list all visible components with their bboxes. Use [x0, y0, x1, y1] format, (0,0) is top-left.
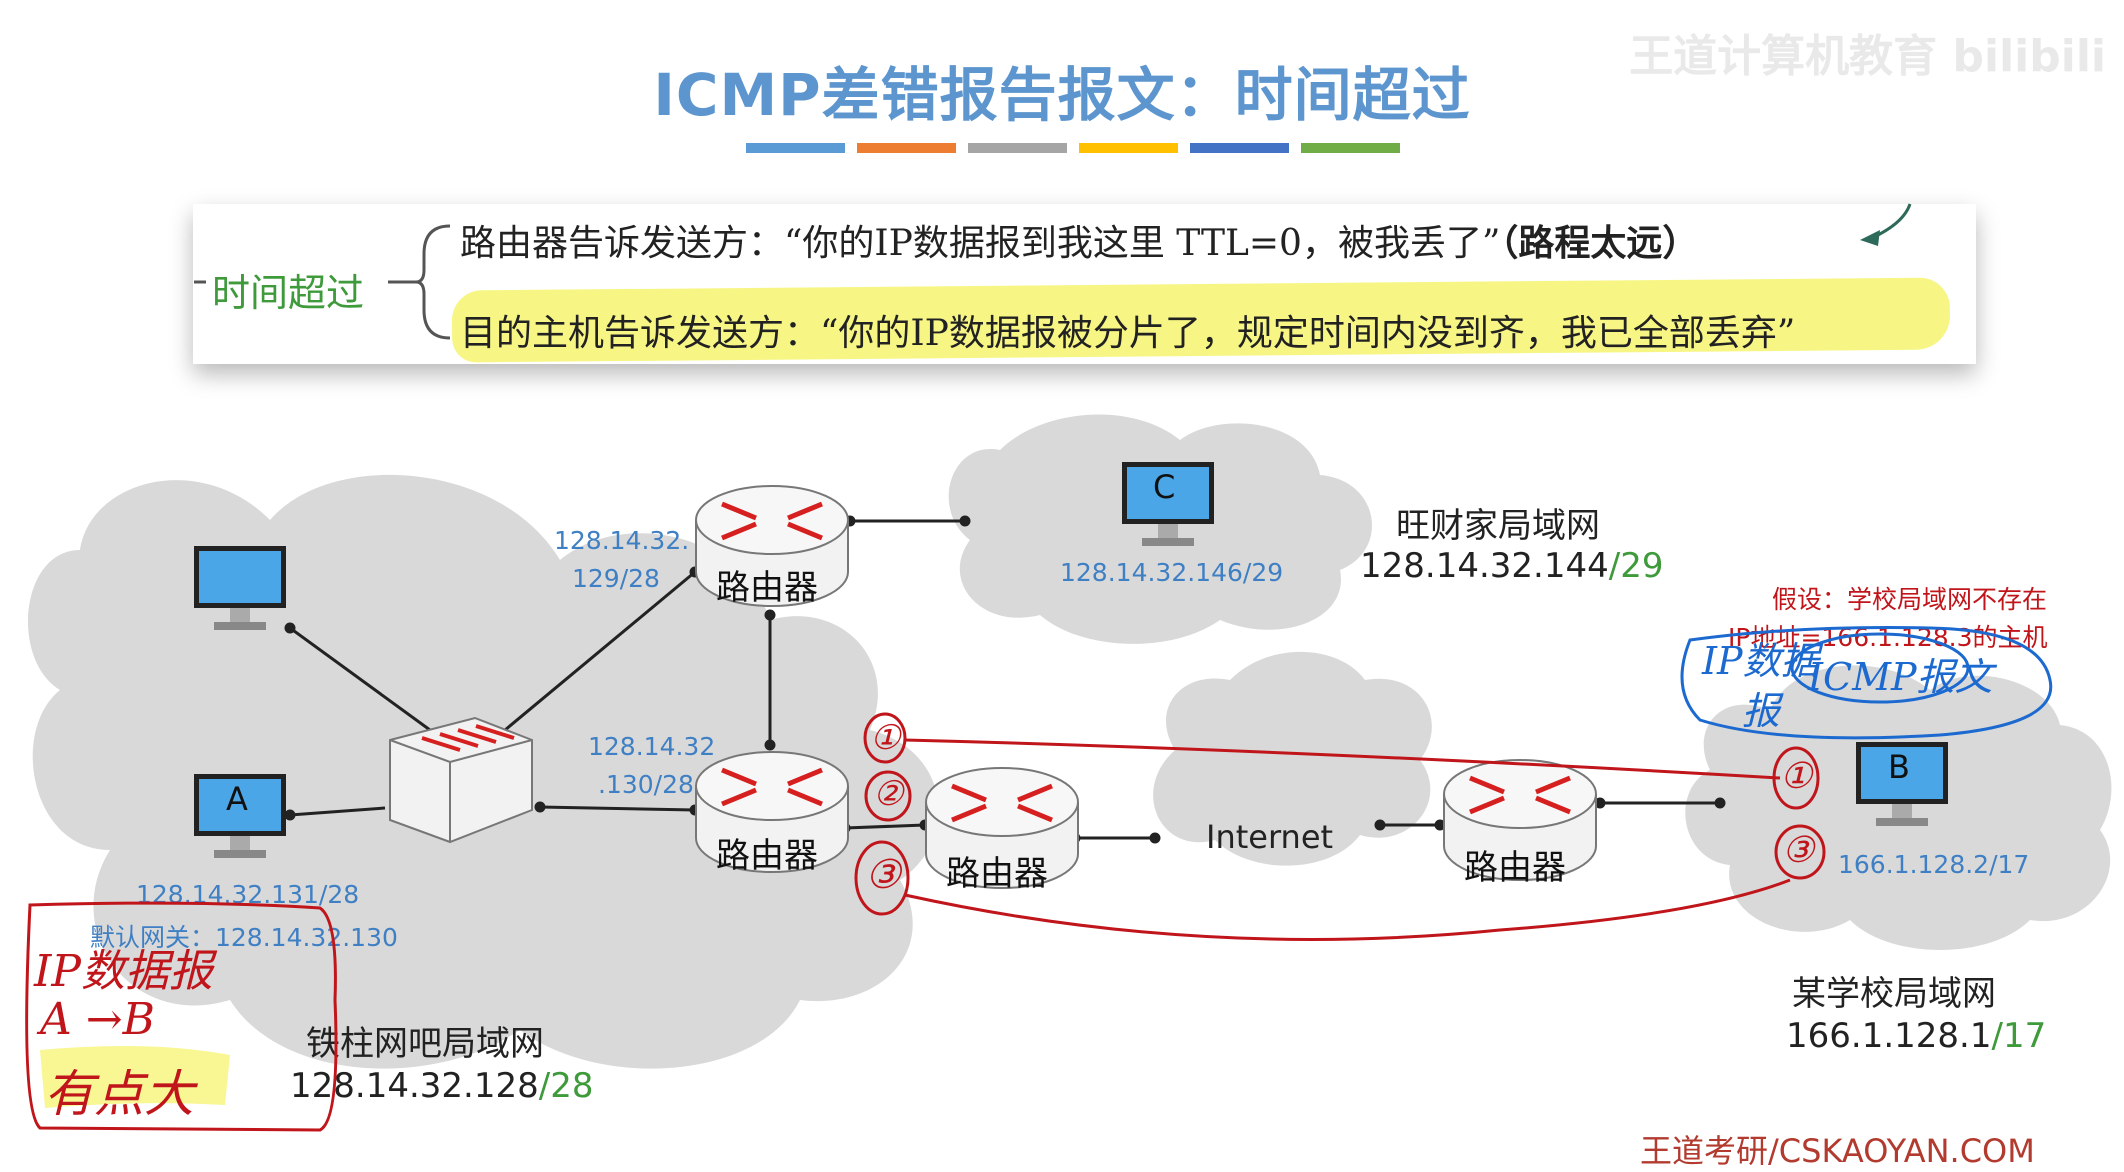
school-lan-addr: 166.1.128.1/17: [1786, 1016, 2046, 1056]
wangcai-lan-network: 128.14.32.144: [1360, 546, 1609, 586]
summary-line-1-text: 路由器告诉发送方：“你的IP数据报到我这里 TTL=0，被我丢了”: [460, 223, 1501, 264]
router-1-icon: [695, 485, 849, 607]
host-a-computer-icon: [194, 774, 286, 858]
internet-label: Internet: [1206, 818, 1334, 856]
title-bar-2: [857, 143, 956, 153]
annotation-too-big: 有点大: [44, 1065, 194, 1123]
host-b-computer-icon: [1856, 742, 1948, 826]
host-c-ip: 128.14.32.146/29: [1060, 558, 1284, 587]
title-bar-5: [1190, 143, 1289, 153]
school-lan-network: 166.1.128.1: [1786, 1016, 1992, 1056]
router-2-icon: [695, 751, 849, 873]
page-title: ICMP差错报告报文：时间超过: [653, 61, 1471, 129]
router-4-icon: [1443, 759, 1597, 881]
title-bar-3: [968, 143, 1067, 153]
annotation-ip-packet: IP数据报: [34, 946, 213, 997]
title-bar-6: [1301, 143, 1400, 153]
annotation-ip-datagram-1: IP数据: [1702, 639, 1819, 683]
annotation-box: [25, 901, 338, 1132]
circle-b3: [1774, 824, 1826, 880]
internet-cloud: [1153, 651, 1432, 866]
highlight-too-big: [40, 1046, 230, 1108]
footer-brand: 王道考研/CSKAOYAN.COM: [1640, 1132, 2035, 1170]
router-3-icon: [925, 767, 1079, 889]
annotation-n2: ②: [873, 774, 904, 814]
annotation-ip-datagram-2: 报: [1742, 689, 1781, 733]
circle-b1: [1772, 746, 1820, 810]
circle-1: [863, 712, 907, 764]
path-1-curve: [904, 738, 1781, 780]
circle-2: [864, 770, 912, 822]
router-1-label: 路由器: [716, 568, 818, 608]
host-c-computer-icon: [1122, 462, 1214, 546]
watermark: 王道计算机教育 bilibili: [1629, 31, 2106, 82]
annotation-b1: ①: [1780, 756, 1813, 797]
host-c-label: C: [1153, 468, 1176, 506]
brace-connector: [194, 224, 451, 340]
school-lan-prefix: /17: [1991, 1016, 2047, 1056]
router-2-iface-line-2: .130/28: [598, 770, 694, 799]
router-2-iface-line-1: 128.14.32: [588, 732, 716, 761]
annotation-n1: ①: [870, 718, 901, 758]
tiezhu-lan-name: 铁柱网吧局域网: [306, 1024, 544, 1064]
title-bar-1: [746, 143, 845, 153]
summary-line-1-bold: （路程太远）: [1500, 223, 1699, 264]
computer-icon: [194, 546, 286, 630]
wangcai-lan-name: 旺财家局域网: [1396, 506, 1600, 546]
switch-icon: [389, 716, 533, 844]
title-bar-4: [1079, 143, 1178, 153]
annotation-n3: ③: [865, 852, 901, 898]
router-1-iface-line-1: 128.14.32.: [554, 526, 690, 555]
icmp-oval: [1790, 632, 1970, 704]
tiezhu-lan-network: 128.14.32.128: [290, 1066, 539, 1106]
host-b-ip: 166.1.128.2/17: [1838, 850, 2030, 879]
router-3-label: 路由器: [946, 854, 1048, 894]
annotation-icmp-message: ICMP报文: [1808, 655, 1993, 699]
circle-3: [854, 840, 910, 916]
annotation-b3: ③: [1782, 830, 1815, 871]
host-b-label: B: [1888, 748, 1910, 786]
wangcai-lan-addr: 128.14.32.144/29: [1360, 546, 1663, 586]
host-a-label: A: [226, 780, 248, 818]
router-2-label: 路由器: [716, 836, 818, 876]
path-3-curve: [904, 878, 1791, 941]
tiezhu-lan-addr: 128.14.32.128/28: [290, 1066, 593, 1106]
summary-line-2: 目的主机告诉发送方：“你的IP数据报被分片了，规定时间内没到齐，我已全部丢弃”: [460, 313, 1796, 354]
blue-bubble: [1680, 626, 2053, 740]
tiezhu-lan-prefix: /28: [538, 1066, 594, 1106]
summary-line-1: 路由器告诉发送方：“你的IP数据报到我这里 TTL=0，被我丢了”（路程太远）: [460, 214, 1698, 266]
annotation-a-to-b: A →B: [40, 994, 155, 1045]
router-4-label: 路由器: [1464, 848, 1566, 888]
assumption-line-1: 假设：学校局域网不存在: [1772, 585, 2048, 614]
title-color-bars: [746, 143, 1400, 153]
host-a-gateway: 默认网关：128.14.32.130: [90, 923, 398, 952]
time-exceeded-label: 时间超过: [212, 271, 365, 315]
router-1-iface-line-2: 129/28: [572, 564, 660, 593]
pen-arrow-mark: [1860, 203, 1912, 246]
school-lan-name: 某学校局域网: [1792, 974, 1996, 1014]
wangcai-lan-prefix: /29: [1608, 546, 1664, 586]
